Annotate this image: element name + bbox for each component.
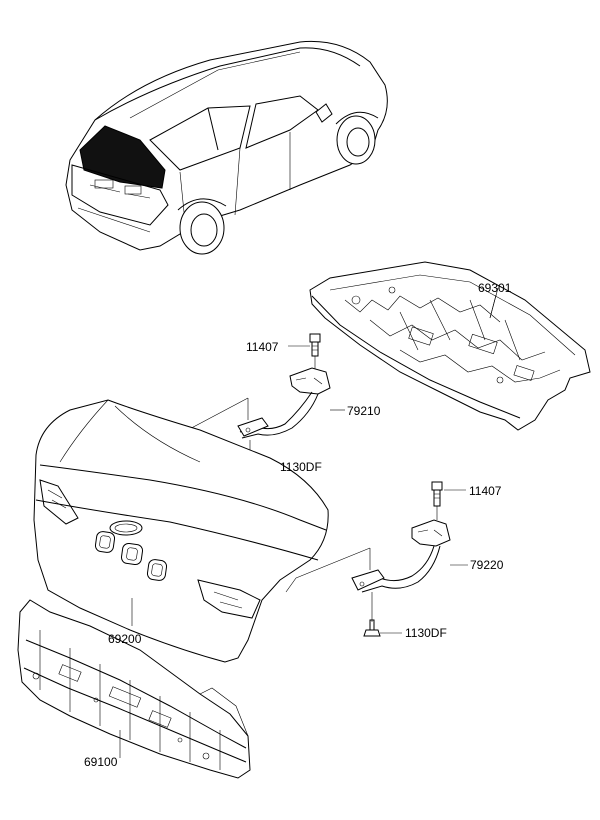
callout-69301: 69301: [478, 281, 512, 295]
right-hinge-assembly: [285, 481, 468, 637]
car-illustration: [65, 40, 388, 255]
rear-package-shelf-69301: [309, 261, 591, 431]
trunk-lid-69200: [33, 399, 329, 663]
callout-69200: 69200: [108, 632, 142, 646]
callout-1130df-left: 1130DF: [280, 460, 322, 474]
back-panel-69100: [17, 599, 251, 779]
callout-79210: 79210: [347, 404, 381, 418]
callout-11407-left: 11407: [246, 340, 279, 354]
callout-11407-right: 11407: [469, 484, 502, 498]
callout-1130df-right: 1130DF: [405, 626, 447, 640]
callout-79220: 79220: [470, 558, 504, 572]
callout-69100: 69100: [84, 755, 118, 769]
